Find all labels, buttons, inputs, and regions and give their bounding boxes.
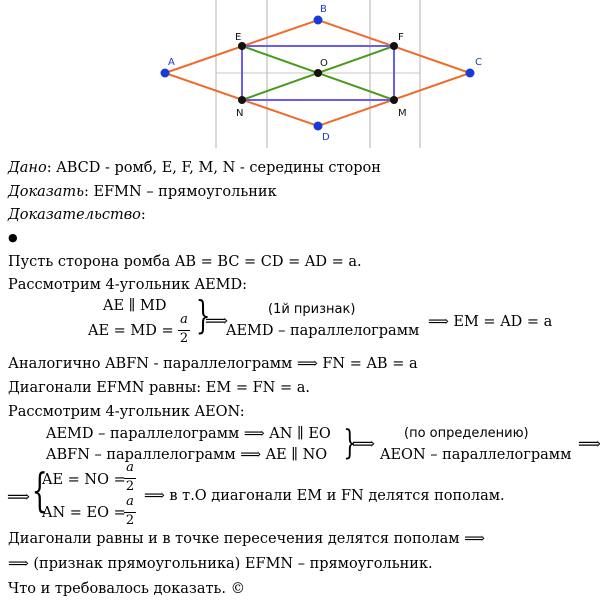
diagonals-line: Диагонали EFMN равны: EM = FN = a. — [8, 380, 310, 396]
given-text: ABCD - ромб, E, F, M, N - середины сторо… — [51, 160, 381, 176]
sys1-result: AEMD – параллелограмм — [226, 323, 420, 339]
sys3-frac2-num: a — [126, 494, 134, 509]
point-b — [313, 15, 323, 25]
side-line: Пусть сторона ромба AB = BC = CD = AD = … — [8, 254, 362, 270]
prove-line: Доказать: EFMN – прямоугольник — [8, 183, 277, 201]
sys1-frac-num: a — [180, 312, 188, 327]
label-f: F — [398, 32, 404, 43]
label-a: A — [168, 57, 175, 68]
sys2-result: AEON – параллелограмм — [380, 447, 572, 463]
sys2-row1: AEMD – параллелограмм ⟹ AN ∥ EO — [46, 426, 331, 442]
similarly-line: Аналогично ABFN - параллелограмм ⟹ FN = … — [8, 356, 418, 372]
sys1-frac-bar — [178, 330, 190, 331]
consider2-line: Рассмотрим 4-угольник AEON: — [8, 404, 245, 420]
given-sep: : — [46, 160, 52, 176]
sys3-row1: AE = NO = — [42, 472, 126, 488]
point-m — [390, 96, 398, 104]
sys2-arrow-end: ⟹ — [578, 434, 600, 453]
sys1-row1: AE ∥ MD — [103, 298, 167, 314]
sys3-row2: AN = EO = — [42, 505, 126, 521]
point-c — [465, 68, 475, 78]
point-n — [238, 96, 246, 104]
point-a — [160, 68, 170, 78]
sign-line: ⟹ (признак прямоугольника) EFMN – прямоу… — [8, 556, 433, 572]
sys3-frac1-den: 2 — [125, 479, 135, 494]
sys2-row2: ABFN – параллелограмм ⟹ AE ∥ NO — [46, 447, 328, 463]
sys3-brace: { — [31, 463, 48, 517]
label-e: E — [235, 32, 241, 43]
bullet: ● — [8, 231, 18, 244]
sys3-frac1-bar — [124, 478, 136, 479]
proof-label: Доказательство — [8, 207, 141, 223]
prove-sep: : — [84, 184, 89, 200]
label-d: D — [322, 132, 330, 143]
point-o — [314, 69, 322, 77]
sys1-note: (1й признак) — [268, 302, 356, 317]
given-label: Дано — [8, 160, 47, 176]
sys2-note: (по определению) — [404, 426, 529, 441]
sys1-arrow: ⟹ — [205, 311, 228, 330]
sys1-row2: AE = MD = — [88, 323, 174, 339]
sys1-conclusion: ⟹ EM = AD = a — [428, 314, 553, 330]
proof-sep: : — [140, 207, 146, 223]
sys3-frac2-den: 2 — [125, 513, 135, 528]
equal-diag-line: Диагонали равны и в точке пересечения де… — [8, 531, 485, 547]
qed-line: Что и требовалось доказать. © — [8, 581, 246, 597]
consider1-line: Рассмотрим 4-угольник AEMD: — [8, 277, 248, 293]
point-e — [238, 42, 246, 50]
sys2-brace: } — [343, 423, 357, 463]
sys1-brace: } — [195, 293, 211, 337]
sys1-frac-den: 2 — [179, 331, 189, 346]
proof-line: Доказательство: — [8, 206, 146, 224]
point-f — [390, 42, 398, 50]
prove-label: Доказать — [8, 184, 85, 200]
sys3-frac2-bar — [124, 512, 136, 513]
sys3-conclusion: ⟹ в т.O диагонали EM и FN делятся попола… — [144, 488, 505, 504]
label-b: B — [320, 4, 327, 15]
label-n: N — [236, 108, 243, 119]
sys3-frac1-num: a — [126, 460, 134, 475]
label-m: M — [398, 108, 407, 119]
sys3-arrow-start: ⟹ — [7, 487, 30, 506]
label-o: O — [320, 58, 328, 69]
geometry-figure: A B C D E F M N O — [160, 0, 482, 148]
given-line: Дано: ABCD - ромб, E, F, M, N - середины… — [8, 159, 381, 177]
prove-text: EFMN – прямоугольник — [88, 184, 277, 200]
point-d — [313, 121, 323, 131]
label-c: C — [475, 57, 482, 68]
sys2-arrow: ⟹ — [352, 434, 375, 453]
